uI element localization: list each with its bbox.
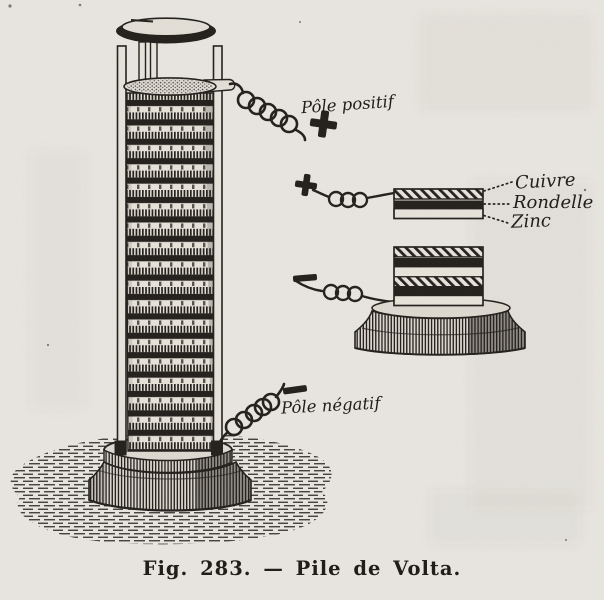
figure-caption: Fig. 283. — Pile de Volta. — [142, 557, 462, 580]
zinc-layer-label: Zinc — [510, 210, 552, 233]
copper-layer-label: Cuivre — [514, 169, 577, 194]
washer-layer-label: Rondelle — [513, 192, 594, 213]
